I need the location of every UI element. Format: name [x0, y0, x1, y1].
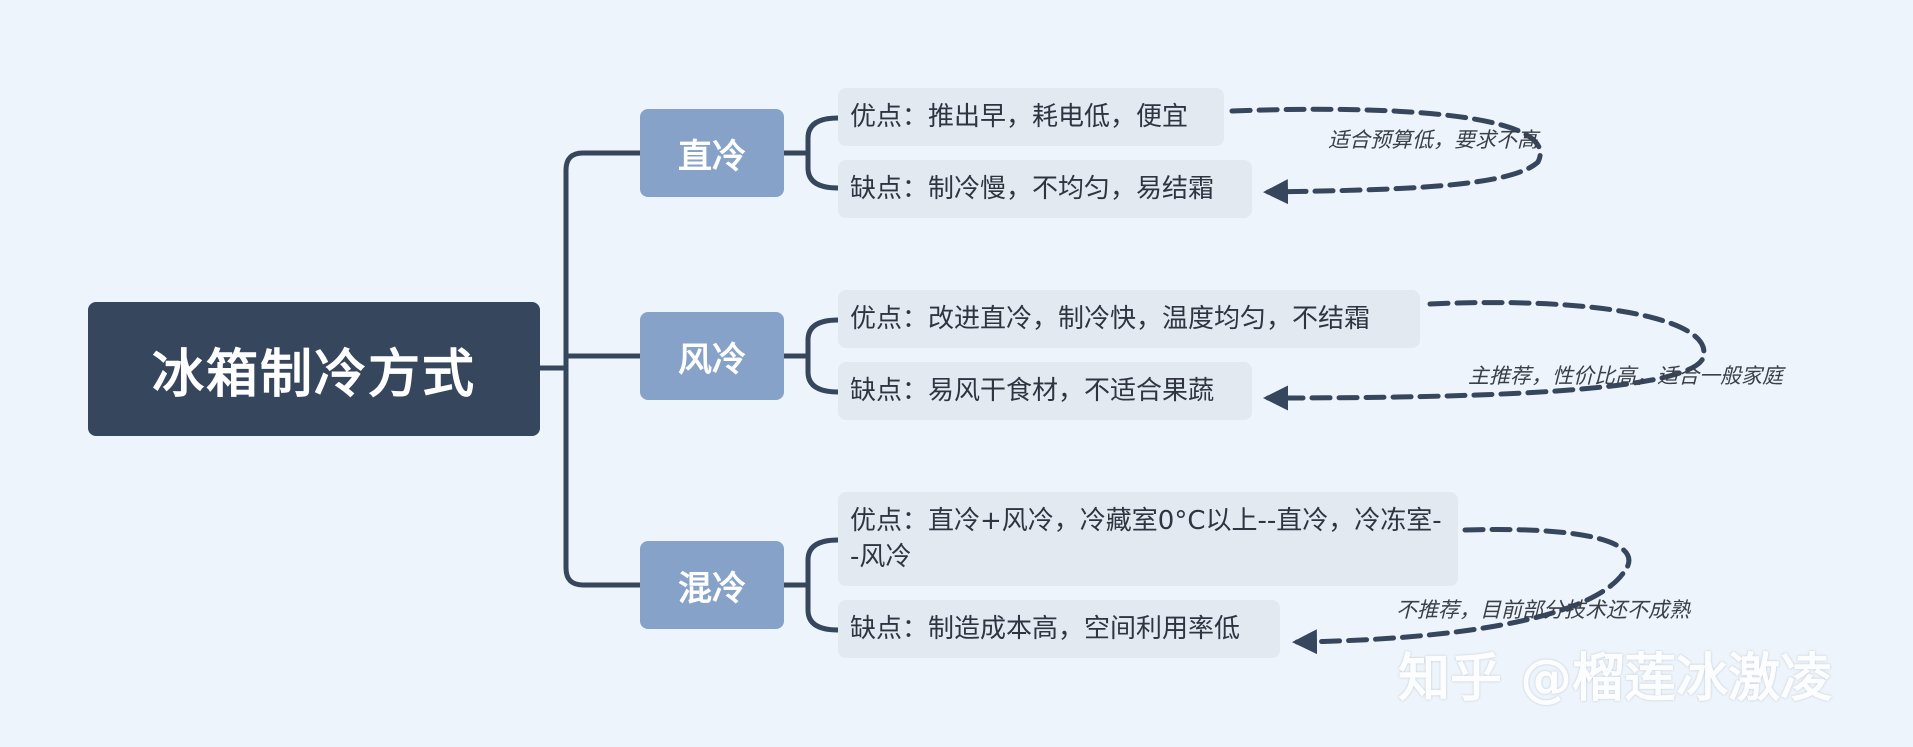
- branch-node-air-cooling: 风冷: [640, 312, 784, 400]
- note-direct-cooling: 适合预算低，要求不高: [1328, 128, 1538, 152]
- note-air-cooling: 主推荐，性价比高，适合一般家庭: [1468, 364, 1783, 388]
- leaf-pro-air-cooling: 优点：改进直冷，制冷快，温度均匀，不结霜: [838, 290, 1420, 348]
- branch-node-hybrid-cooling: 混冷: [640, 541, 784, 629]
- leaf-con-hybrid-cooling: 缺点：制造成本高，空间利用率低: [838, 600, 1280, 658]
- root-node: 冰箱制冷方式: [88, 302, 540, 436]
- branch-node-direct-cooling: 直冷: [640, 109, 784, 197]
- leaf-con-air-cooling: 缺点：易风干食材，不适合果蔬: [838, 362, 1252, 420]
- callout-arrow-2: [1263, 300, 1707, 411]
- callout-arrow-3: [1292, 527, 1632, 655]
- leaf-pro-direct-cooling: 优点：推出早，耗电低，便宜: [838, 88, 1224, 146]
- connector-leaf-2: [781, 317, 841, 395]
- note-hybrid-cooling: 不推荐，目前部分技术还不成熟: [1396, 598, 1690, 622]
- callout-arrow-1: [1229, 106, 1543, 205]
- connector-leaf-1: [781, 115, 841, 191]
- leaf-con-direct-cooling: 缺点：制冷慢，不均匀，易结霜: [838, 160, 1252, 218]
- connector-leaf-3: [781, 537, 841, 633]
- connector-trunk: [563, 150, 643, 588]
- watermark: 知乎 @榴莲冰激凌: [1398, 649, 1833, 709]
- leaf-pro-hybrid-cooling: 优点：直冷+风冷，冷藏室0°C以上--直冷，冷冻室--风冷: [838, 492, 1458, 586]
